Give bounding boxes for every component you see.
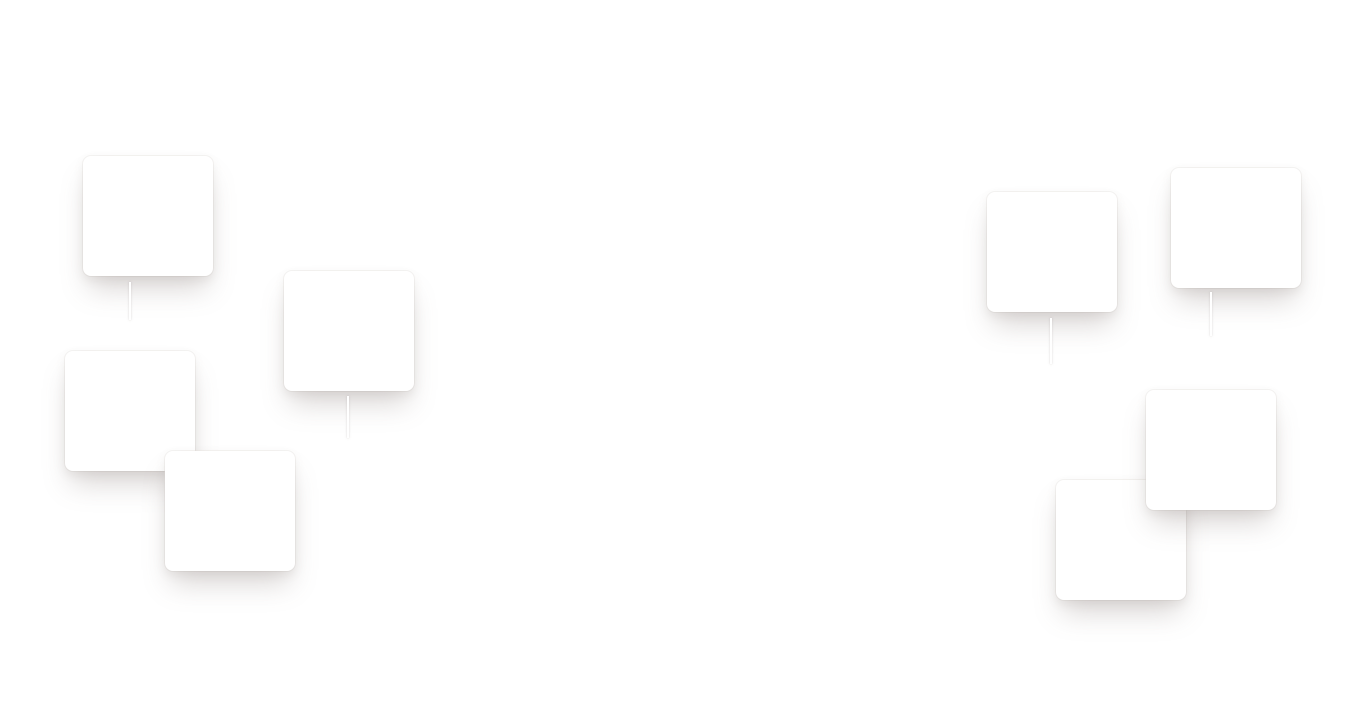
floating-card-right-top [1171, 168, 1301, 288]
floating-card-left-bottom [165, 451, 295, 571]
connector-line [129, 282, 131, 320]
connector-line [1050, 318, 1052, 364]
connector-line [1210, 292, 1212, 336]
connector-line [347, 396, 349, 438]
floating-card-right-middle [1146, 390, 1276, 510]
floating-card-left-top [83, 156, 213, 276]
floating-card-left-right [284, 271, 414, 391]
floating-card-right-left [987, 192, 1117, 312]
